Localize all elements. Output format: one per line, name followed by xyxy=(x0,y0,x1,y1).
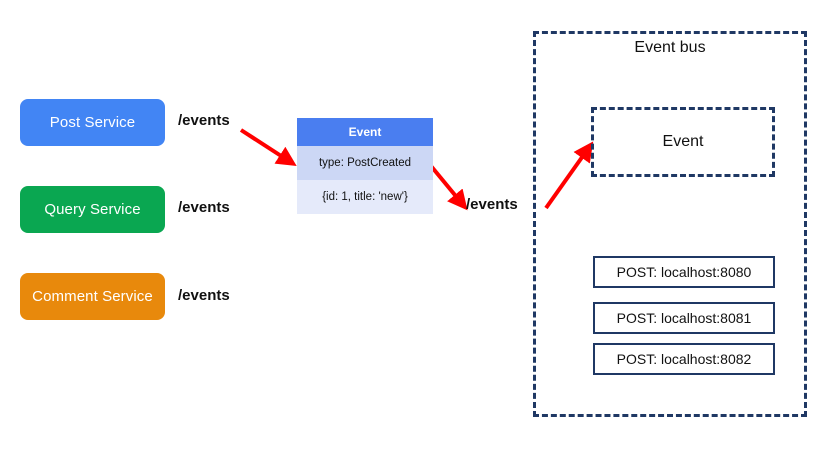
service-label: Query Service xyxy=(44,201,141,218)
endpoint-label: POST: localhost:8081 xyxy=(616,310,752,326)
route-label-event-bus: /events xyxy=(466,196,518,213)
route-label-post-service: /events xyxy=(178,112,230,129)
service-box-comment-service[interactable]: Comment Service xyxy=(20,273,165,320)
service-box-post-service[interactable]: Post Service xyxy=(20,99,165,146)
event-bus-title: Event bus xyxy=(634,39,706,56)
arrow-event-to-route xyxy=(429,164,468,211)
route-label-query-service: /events xyxy=(178,199,230,216)
service-label: Post Service xyxy=(49,114,136,131)
service-label: Comment Service xyxy=(32,288,153,305)
endpoint-box-8080[interactable]: POST: localhost:8080 xyxy=(593,256,775,288)
event-payload-table: Event type: PostCreated {id: 1, title: '… xyxy=(297,118,433,214)
endpoint-label: POST: localhost:8080 xyxy=(616,264,752,280)
event-bus-panel xyxy=(533,31,807,417)
service-box-query-service[interactable]: Query Service xyxy=(20,186,165,233)
inner-event-label: Event xyxy=(662,133,704,150)
event-table-row: {id: 1, title: 'new'} xyxy=(297,180,433,214)
event-table-header: Event xyxy=(297,118,433,146)
event-bus-inner-event-box: Event xyxy=(591,107,775,177)
endpoint-label: POST: localhost:8082 xyxy=(616,351,752,367)
route-label-comment-service: /events xyxy=(178,287,230,304)
endpoint-box-8082[interactable]: POST: localhost:8082 xyxy=(593,343,775,375)
event-table-row: type: PostCreated xyxy=(297,146,433,180)
arrow-service-to-event xyxy=(239,128,297,167)
endpoint-box-8081[interactable]: POST: localhost:8081 xyxy=(593,302,775,334)
